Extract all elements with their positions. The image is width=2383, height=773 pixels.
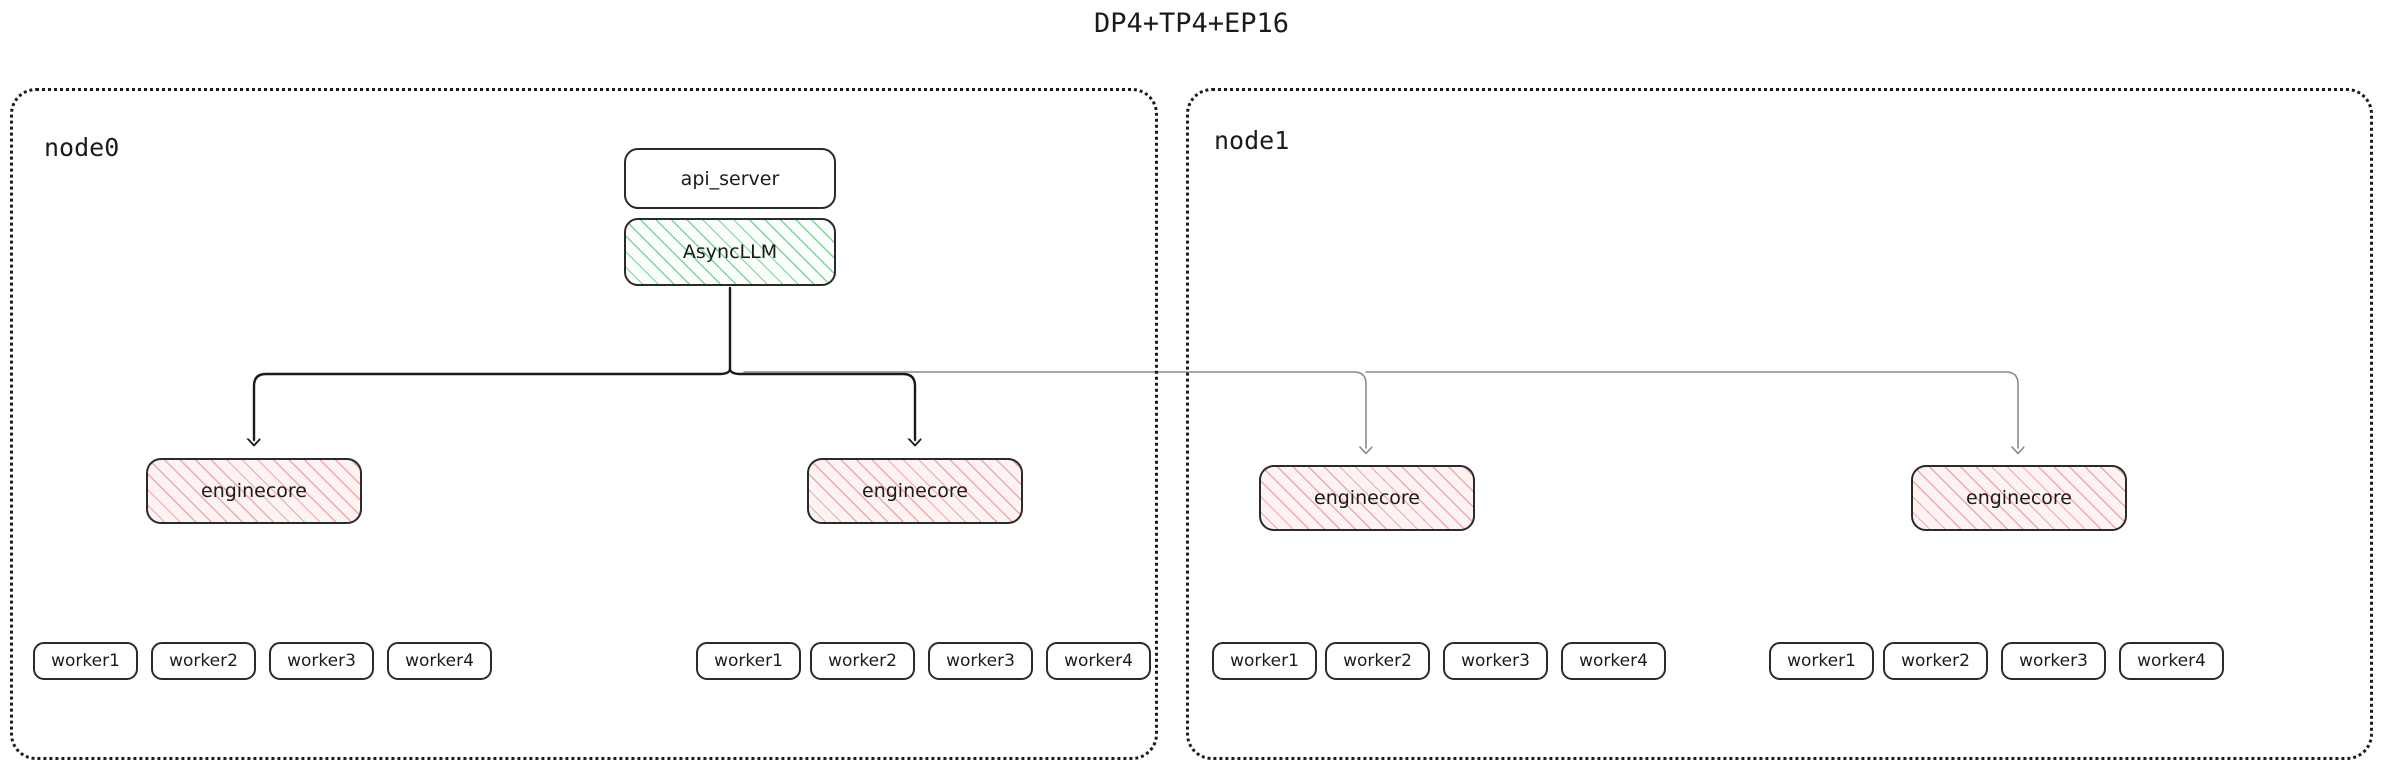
worker-box[interactable]: worker1	[696, 642, 801, 680]
worker-label: worker3	[287, 651, 356, 671]
worker-box[interactable]: worker2	[1883, 642, 1988, 680]
worker-label: worker3	[1461, 651, 1530, 671]
worker-label: worker3	[946, 651, 1015, 671]
worker-label: worker1	[714, 651, 783, 671]
worker-label: worker1	[51, 651, 120, 671]
worker-box[interactable]: worker3	[1443, 642, 1548, 680]
async-llm-label: AsyncLLM	[682, 241, 778, 263]
worker-label: worker4	[1579, 651, 1648, 671]
node-container-node0	[10, 88, 1158, 760]
worker-box[interactable]: worker3	[269, 642, 374, 680]
async-llm-box[interactable]: AsyncLLM	[624, 218, 836, 286]
worker-label: worker4	[1064, 651, 1133, 671]
worker-box[interactable]: worker4	[2119, 642, 2224, 680]
api-server-label: api_server	[680, 167, 780, 190]
worker-box[interactable]: worker1	[33, 642, 138, 680]
worker-box[interactable]: worker2	[810, 642, 915, 680]
worker-box[interactable]: worker2	[1325, 642, 1430, 680]
node-label-node1: node1	[1214, 126, 1290, 155]
node-label-node0: node0	[44, 133, 120, 162]
worker-label: worker2	[169, 651, 238, 671]
worker-label: worker2	[828, 651, 897, 671]
worker-label: worker1	[1787, 651, 1856, 671]
worker-box[interactable]: worker4	[1561, 642, 1666, 680]
api-server-box[interactable]: api_server	[624, 148, 836, 209]
enginecore-label: enginecore	[862, 480, 968, 502]
diagram-title: DP4+TP4+EP16	[1093, 8, 1290, 39]
worker-box[interactable]: worker1	[1212, 642, 1317, 680]
worker-box[interactable]: worker1	[1769, 642, 1874, 680]
enginecore-box-3[interactable]: enginecore	[1911, 465, 2127, 531]
enginecore-box-2[interactable]: enginecore	[1259, 465, 1475, 531]
worker-label: worker4	[405, 651, 474, 671]
worker-box[interactable]: worker3	[928, 642, 1033, 680]
enginecore-box-0[interactable]: enginecore	[146, 458, 362, 524]
enginecore-box-1[interactable]: enginecore	[807, 458, 1023, 524]
worker-label: worker3	[2019, 651, 2088, 671]
worker-box[interactable]: worker2	[151, 642, 256, 680]
enginecore-label: enginecore	[1314, 487, 1420, 509]
worker-label: worker1	[1230, 651, 1299, 671]
enginecore-label: enginecore	[1966, 487, 2072, 509]
node-container-node1	[1186, 88, 2373, 760]
worker-label: worker2	[1901, 651, 1970, 671]
worker-box[interactable]: worker3	[2001, 642, 2106, 680]
worker-box[interactable]: worker4	[1046, 642, 1151, 680]
worker-box[interactable]: worker4	[387, 642, 492, 680]
enginecore-label: enginecore	[201, 480, 307, 502]
worker-label: worker2	[1343, 651, 1412, 671]
worker-label: worker4	[2137, 651, 2206, 671]
